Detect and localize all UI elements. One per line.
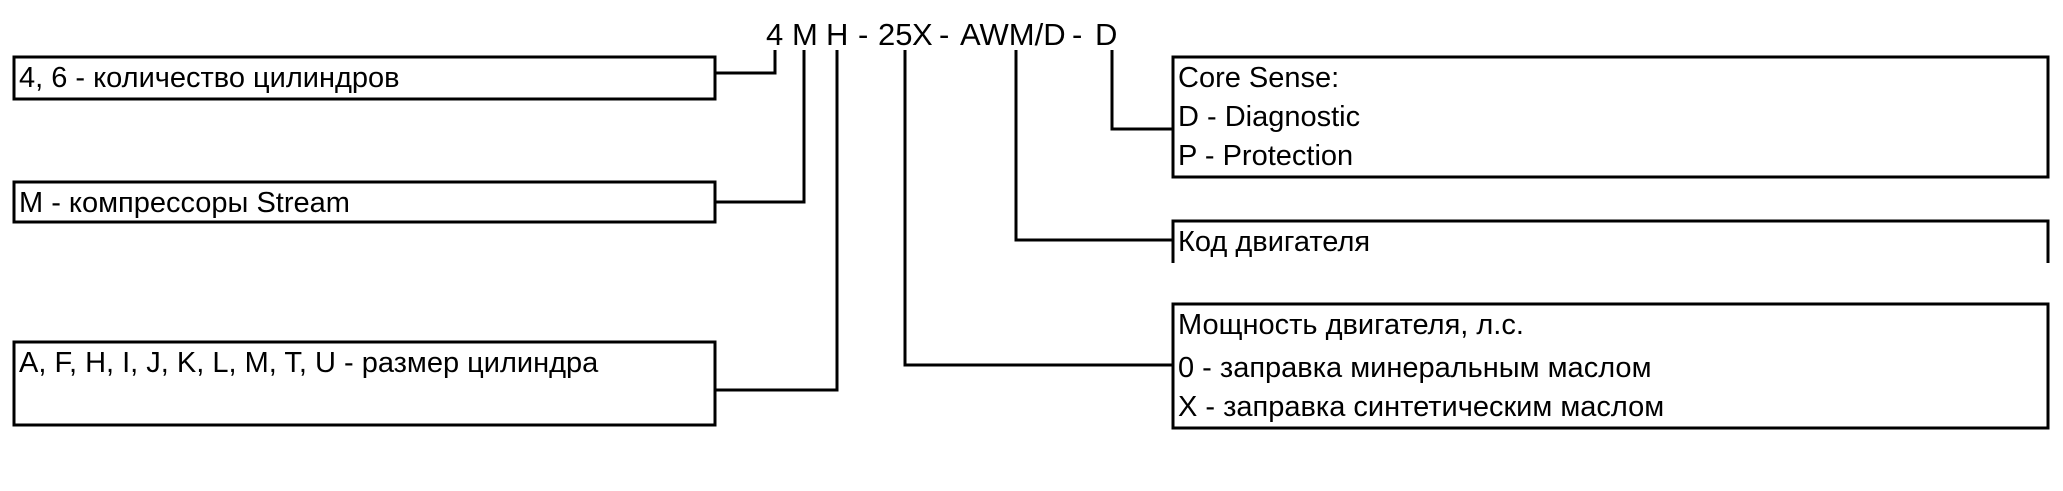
connector-size [715,50,839,392]
box-motor-code: Код двигателя [1171,219,2050,263]
code-stream-letter: M [792,17,818,52]
box-power-line-1: Мощность двигателя, л.с. [1178,309,1524,341]
box-power-line-2: 0 - заправка минеральным маслом [1178,352,1652,384]
connector-coresense [1110,50,1173,131]
code-power-digits: 25 [878,17,912,52]
model-code: 4 M H - 25 X - AWM/D - D [766,17,1117,52]
code-size-letter: H [826,17,848,52]
box-stream-text: M - компрессоры Stream [19,187,350,219]
box-motor-code-text: Код двигателя [1178,226,1370,258]
box-size: A, F, H, I, J, K, L, M, T, U - размер ци… [12,340,717,427]
code-oil-letter: X [912,17,933,52]
connector-cylinders [715,50,777,75]
box-size-text: A, F, H, I, J, K, L, M, T, U - размер ци… [19,347,599,379]
box-coresense: Core Sense: D - Diagnostic P - Protectio… [1171,55,2050,179]
box-power-line-3: X - заправка синтетическим маслом [1178,391,1664,423]
code-motor-letters: AWM/D [960,17,1066,52]
box-coresense-line-3: P - Protection [1178,140,1353,172]
code-cylinders-digit: 4 [766,17,783,52]
code-dash-2: - [939,17,949,52]
connector-motor [1014,50,1173,242]
code-coresense-letter: D [1095,17,1117,52]
box-cylinders-text: 4, 6 - количество цилиндров [19,62,400,94]
connector-power [903,50,1173,367]
box-power: Мощность двигателя, л.с. 0 - заправка ми… [1171,302,2050,430]
connectors [715,50,1173,392]
box-stream: M - компрессоры Stream [12,180,717,224]
code-dash-1: - [858,17,868,52]
box-coresense-line-2: D - Diagnostic [1178,101,1360,133]
box-cylinders: 4, 6 - количество цилиндров [12,55,717,101]
connector-stream [715,50,806,204]
code-dash-3: - [1072,17,1082,52]
box-coresense-line-1: Core Sense: [1178,62,1339,94]
